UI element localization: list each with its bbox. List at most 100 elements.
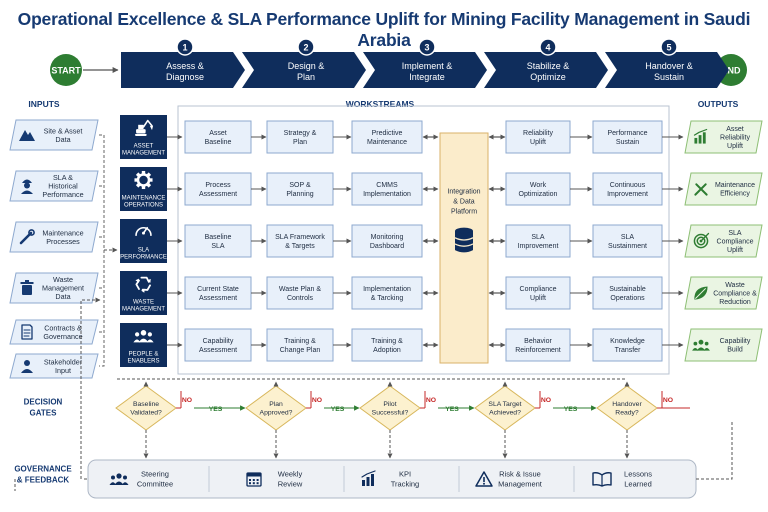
input-label: Historical: [48, 182, 78, 191]
icon-shape: [147, 332, 152, 337]
task-label: Reliability: [523, 130, 553, 137]
task-shape: [266, 172, 334, 206]
mountain-icon: [19, 130, 35, 141]
workstream-shape: [120, 219, 167, 263]
icon-shape: [694, 137, 698, 144]
gate-no-label: NO: [426, 397, 436, 404]
icon-shape: [19, 130, 35, 141]
icon-shape: [122, 482, 129, 485]
task-box: Training &Change Plan: [266, 328, 334, 362]
output-label: Compliance &: [713, 290, 757, 297]
task-label: Controls: [287, 295, 314, 302]
task-label: Assessment: [199, 347, 237, 354]
governance-label: KPI: [399, 470, 411, 479]
input-label: Governance: [43, 332, 82, 341]
task-label: Plan: [293, 139, 307, 146]
output-shape: [684, 120, 763, 154]
task-label: Behavior: [524, 338, 552, 345]
workstream-name: ENABLERS: [127, 359, 159, 365]
gate-label: Ready?: [615, 410, 639, 417]
icon-shape: [695, 183, 708, 196]
icon-shape: [149, 125, 154, 131]
workstream-name: PEOPLE &: [129, 352, 159, 358]
governance-label: Weekly: [278, 470, 303, 479]
gate-label: Achieved?: [489, 410, 521, 417]
task-label: SLA: [531, 234, 545, 241]
task-label: Implementation: [363, 286, 411, 293]
output-label: Uplift: [727, 247, 743, 254]
input-label: Site & Asset: [44, 126, 83, 135]
icon-shape: [22, 179, 32, 183]
icon-shape: [28, 229, 35, 236]
end-label: END: [721, 66, 741, 76]
governance-label: Learned: [624, 480, 652, 489]
icon-shape: [692, 348, 699, 351]
workstream-name: MANAGEMENT: [122, 151, 165, 157]
phase-number-badge: [297, 38, 315, 56]
icon-shape: [702, 132, 706, 144]
task-label: CMMS: [376, 182, 398, 189]
output-shape: [684, 172, 763, 206]
icon-shape: [361, 470, 376, 478]
platform-label: & Data: [453, 198, 475, 205]
task-shape: [184, 328, 252, 362]
task-shape: [266, 120, 334, 154]
phase-title: Diagnose: [166, 72, 204, 82]
gate-label: Approved?: [260, 410, 293, 417]
task-shape: [351, 328, 423, 362]
page-title: Operational Excellence & SLA Performance…: [17, 9, 751, 50]
workstream-name: SLA: [138, 248, 149, 254]
icon-shape: [252, 479, 255, 481]
task-shape: [351, 276, 423, 310]
task-shape: [266, 328, 334, 362]
output-label: Maintenance: [715, 182, 755, 189]
phase-number-badge: [539, 38, 557, 56]
governance-label: Lessons: [624, 470, 652, 479]
input-label: Management: [42, 284, 84, 293]
team-icon: [692, 339, 710, 351]
governance-heading: GOVERNANCE: [14, 464, 72, 473]
icon-shape: [695, 287, 707, 299]
icon-shape: [21, 369, 33, 373]
output-shape: [684, 276, 763, 310]
task-shape: [592, 120, 663, 154]
output-label: Build: [727, 347, 743, 354]
input-label: Contracts &: [44, 323, 82, 332]
gate-label: Validated?: [130, 410, 162, 417]
workstream-label: PEOPLE &ENABLERS: [120, 323, 167, 367]
start-circle: [50, 54, 82, 86]
task-label: Continuous: [610, 182, 646, 189]
gate-label: Pilot: [383, 401, 396, 408]
gate-yes-label: YES: [209, 406, 223, 413]
task-label: Capability: [203, 338, 234, 345]
task-label: Assessment: [199, 191, 237, 198]
inputs-bracket: [99, 134, 105, 367]
icon-shape: [454, 237, 474, 241]
phase-title: Design &: [288, 61, 325, 71]
gear-icon: [134, 170, 153, 190]
task-label: Training &: [371, 338, 403, 345]
phase-shape: [363, 52, 487, 88]
input-box: Contracts &Governance: [9, 319, 99, 345]
decision-gates-heading: DECISION: [24, 397, 63, 406]
kpi-chart-icon: [361, 470, 376, 486]
icon-shape: [371, 474, 374, 486]
task-label: Uplift: [530, 295, 546, 302]
workstream-name: WASTE: [133, 300, 154, 306]
excavator-icon: [135, 119, 154, 136]
phase-title: Implement &: [402, 61, 453, 71]
